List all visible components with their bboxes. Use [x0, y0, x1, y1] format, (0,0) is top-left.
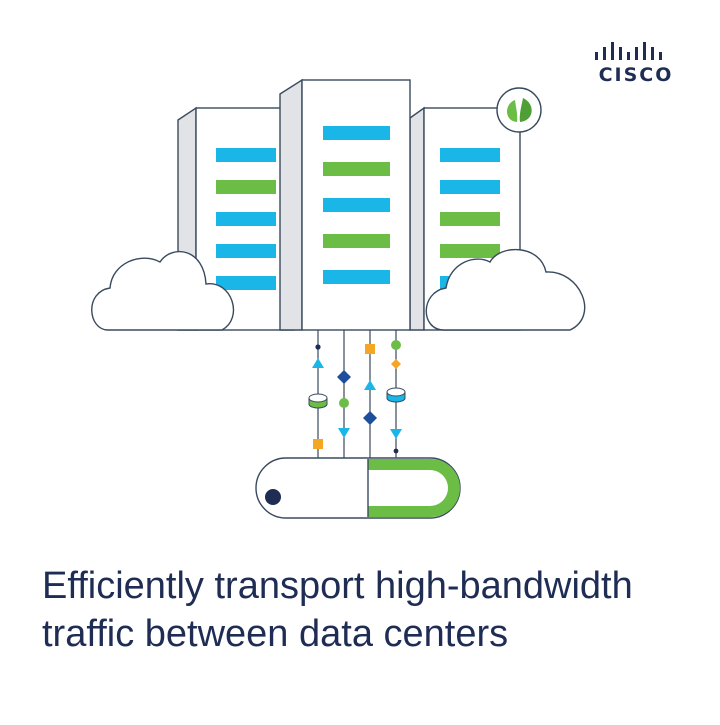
- server-slot: [440, 244, 500, 258]
- headline-line-2: traffic between data centers: [42, 613, 509, 655]
- disk-icon: [386, 387, 406, 403]
- server-slot: [216, 244, 276, 258]
- server-slot: [440, 148, 500, 162]
- data-packets-line-1: [308, 344, 328, 449]
- server-slot: [216, 212, 276, 226]
- cisco-bars-icon: [595, 42, 662, 60]
- right-cloud: [425, 248, 586, 331]
- pill-switch-icon: [255, 457, 461, 519]
- data-packets-line-2: [337, 370, 351, 438]
- center-server: [279, 78, 411, 331]
- server-slot: [323, 270, 390, 284]
- server-slot: [440, 212, 500, 226]
- server-slot: [323, 198, 390, 212]
- left-server: [177, 106, 295, 331]
- left-cloud: [91, 250, 235, 331]
- data-packets-line-3: [363, 344, 377, 425]
- leaf-badge: [496, 87, 542, 133]
- server-slot: [440, 180, 500, 194]
- leaf-icon: [506, 98, 532, 122]
- server-slot: [216, 180, 276, 194]
- server-slot: [323, 162, 390, 176]
- data-lines: [317, 330, 397, 462]
- cisco-logo-text: CISCO: [598, 64, 674, 86]
- data-packets-line-4: [386, 340, 406, 454]
- server-slot: [216, 276, 276, 290]
- server-slot: [323, 234, 390, 248]
- cisco-logo: CISCO: [586, 40, 686, 90]
- disk-icon: [308, 393, 328, 409]
- server-slot: [323, 126, 390, 140]
- headline-line-1: Efficiently transport high-bandwidth: [42, 565, 633, 607]
- headline: Efficiently transport high-bandwidth tra…: [42, 562, 702, 658]
- server-slot: [216, 148, 276, 162]
